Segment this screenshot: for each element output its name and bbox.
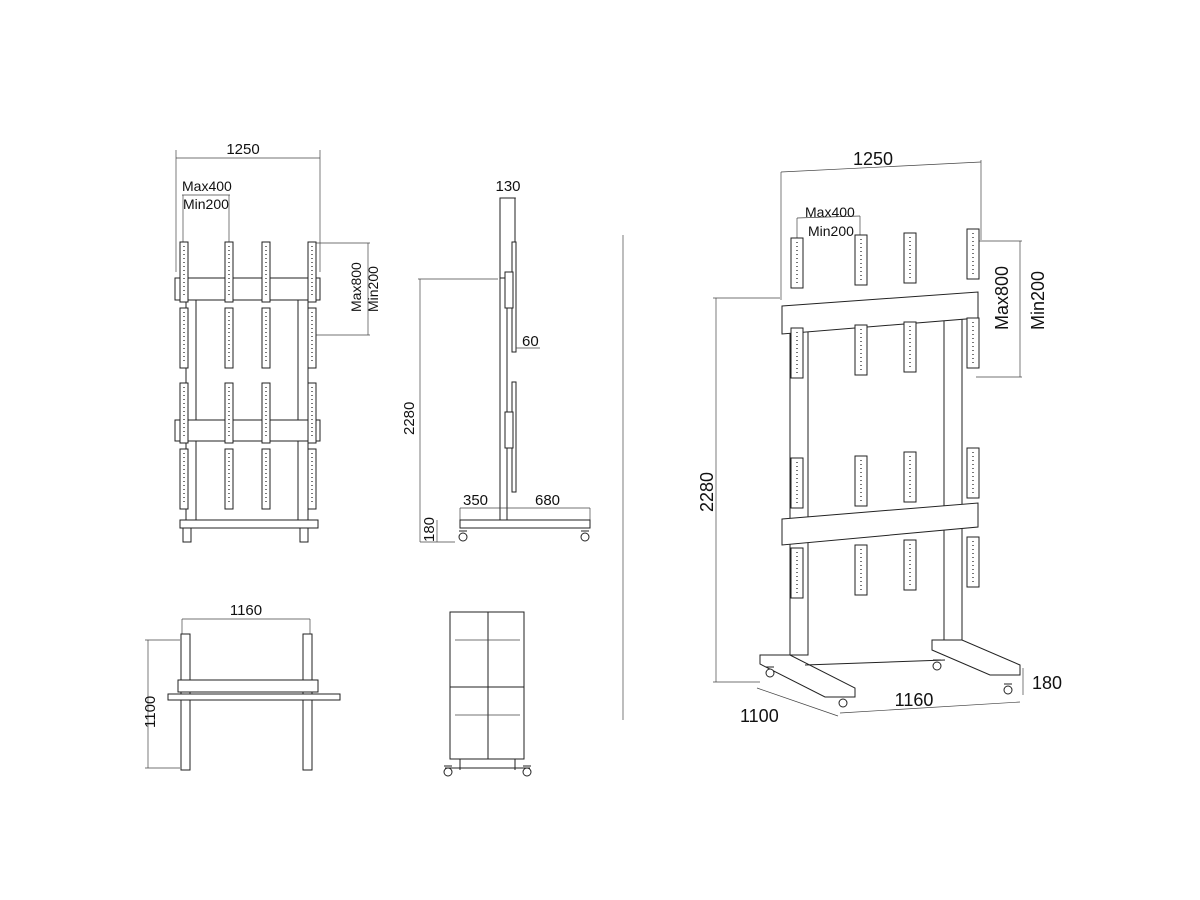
front-view: 1250 Max400 Min200 Max800 Min200 bbox=[174, 141, 381, 543]
video-wall-preview bbox=[443, 611, 532, 777]
iso-base-depth-label: 1100 bbox=[740, 706, 779, 726]
side-base-front-label: 350 bbox=[463, 492, 488, 509]
front-height-max-label: Max800 bbox=[348, 262, 364, 312]
front-height-min-label: Min200 bbox=[365, 266, 381, 312]
side-base-rear-label: 680 bbox=[535, 492, 560, 509]
front-spacing-max-label: Max400 bbox=[182, 178, 232, 194]
top-depth-label: 1100 bbox=[142, 696, 159, 728]
isometric-view: 1250 Max400 Min200 Max800 Min200 2280 18… bbox=[697, 149, 1062, 726]
side-base-height-label: 180 bbox=[421, 517, 438, 542]
iso-spacing-max-label: Max400 bbox=[805, 204, 855, 220]
front-width-label: 1250 bbox=[226, 141, 259, 158]
side-view: 130 60 2280 350 680 180 bbox=[401, 178, 591, 543]
side-top-depth-label: 130 bbox=[495, 178, 520, 195]
iso-width-label: 1250 bbox=[853, 149, 893, 169]
top-width-label: 1160 bbox=[230, 602, 262, 619]
side-offset-label: 60 bbox=[522, 333, 539, 350]
iso-base-width-label: 1160 bbox=[895, 690, 934, 710]
side-height-label: 2280 bbox=[401, 402, 418, 435]
top-view: 1160 1100 bbox=[142, 602, 341, 771]
iso-base-height-label: 180 bbox=[1032, 673, 1062, 693]
iso-height-min-label: Min200 bbox=[1028, 271, 1048, 330]
iso-height-label: 2280 bbox=[697, 472, 717, 512]
front-spacing-min-label: Min200 bbox=[183, 196, 229, 212]
iso-spacing-min-label: Min200 bbox=[808, 223, 854, 239]
iso-height-max-label: Max800 bbox=[992, 266, 1012, 330]
